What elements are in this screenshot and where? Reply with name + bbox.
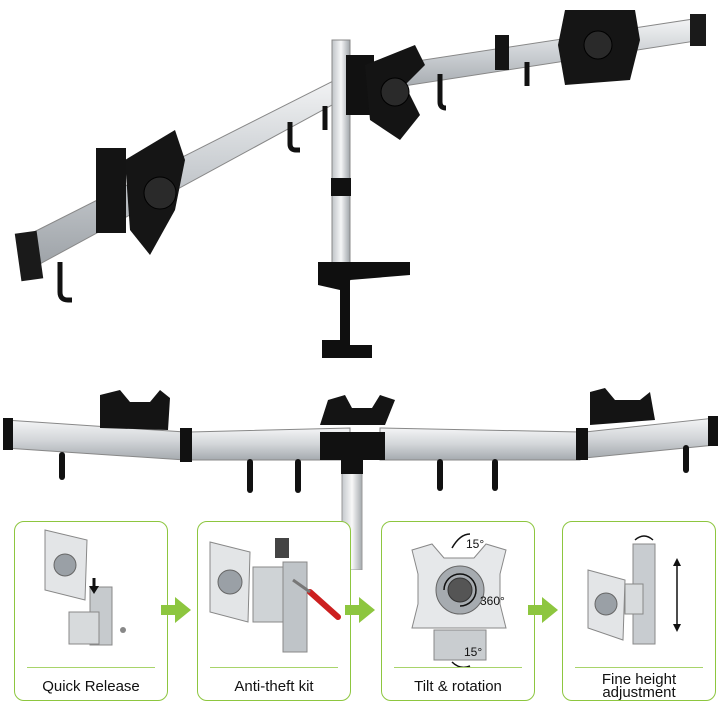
panel-divider [27, 667, 155, 668]
anti-theft-illustration [209, 538, 341, 653]
panel-divider [210, 667, 338, 668]
right-arrow-icon [345, 597, 375, 628]
triple-monitor-mount-front [3, 388, 718, 570]
panel-divider [394, 667, 522, 668]
feature-caption: Anti-theft kit [234, 677, 314, 695]
feature-panel-anti-theft: Anti-theft kit [197, 521, 351, 701]
tilt-bottom-label: 15° [464, 645, 483, 659]
right-arrow-icon [528, 597, 558, 628]
feature-panel-tilt-rotation: 15° 360° 15° Tilt & rotation [381, 521, 535, 701]
feature-caption: Quick Release [42, 677, 140, 695]
feature-caption: Fine height adjustment [601, 671, 677, 701]
height-adjustment-illustration [587, 535, 681, 645]
tilt-rotation-illustration [411, 533, 507, 667]
triple-monitor-mount-perspective [14, 10, 706, 358]
feature-caption: Tilt & rotation [414, 677, 502, 695]
rotation-label: 360° [480, 594, 505, 608]
quick-release-illustration [44, 529, 126, 646]
feature-panel-quick-release: Quick Release [14, 521, 168, 701]
panel-divider [575, 667, 703, 668]
right-arrow-icon [161, 597, 191, 628]
tilt-top-label: 15° [466, 537, 485, 551]
feature-panel-height-adjustment: Fine height adjustment [562, 521, 716, 701]
